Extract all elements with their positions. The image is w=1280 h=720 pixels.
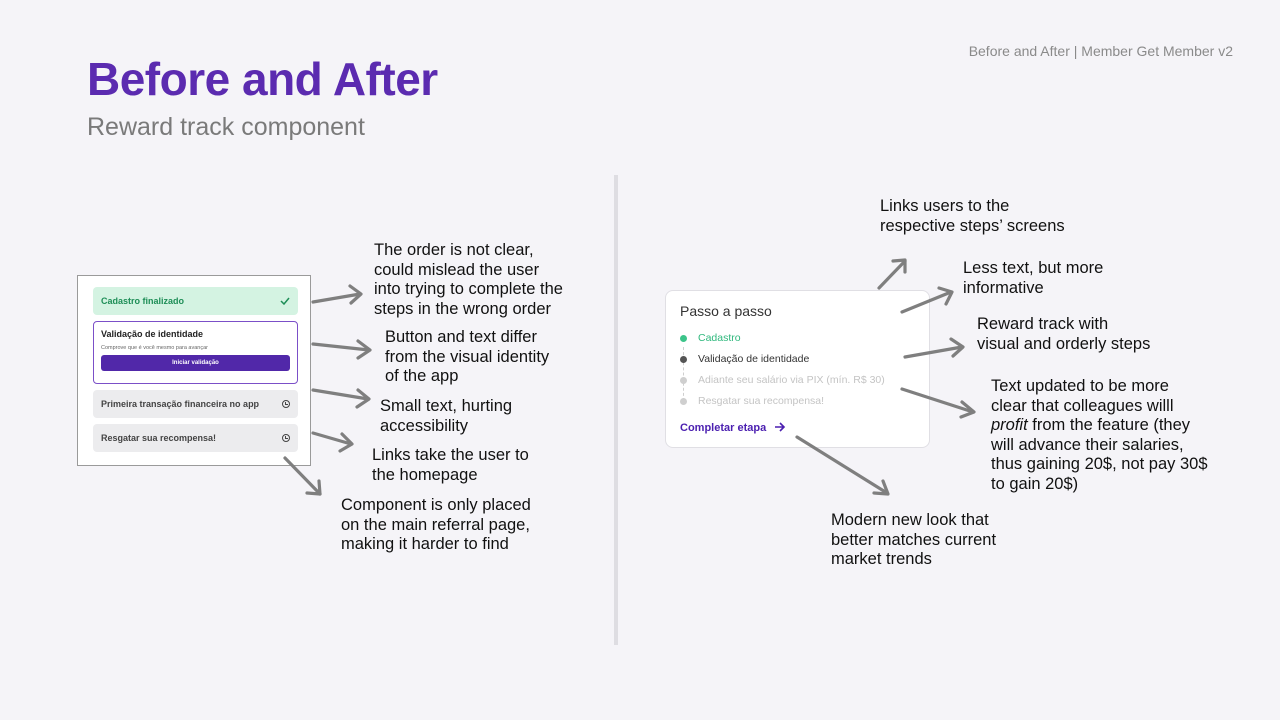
start-validation-button[interactable]: Iniciar validação [101, 355, 290, 371]
old-step-label: Cadastro finalizado [101, 296, 185, 306]
center-divider [614, 175, 618, 645]
old-step-label: Primeira transação financeira no app [101, 399, 260, 409]
old-reward-track: Cadastro finalizado Validação de identid… [77, 275, 311, 466]
step-dot-icon [680, 355, 687, 363]
old-step-first-transaction[interactable]: Primeira transação financeira no app [93, 390, 298, 418]
new-step-label: Adiante seu salário via PIX (mín. R$ 30) [698, 374, 885, 386]
arrow [795, 435, 889, 495]
old-step-identity: Validação de identidade Comprove que é v… [93, 321, 298, 384]
clock-icon [282, 400, 290, 408]
note-modern-look: Modern new look that better matches curr… [831, 511, 997, 568]
note-orderly-steps: Reward track with visual and orderly ste… [977, 315, 1151, 353]
note-text-part: from the feature (they will advance thei… [991, 416, 1208, 493]
step-dot-icon [680, 376, 687, 384]
arrow [311, 292, 362, 304]
complete-step-link[interactable]: Completar etapa [680, 422, 786, 434]
step-connector [683, 347, 684, 401]
new-step-identity[interactable]: Validação de identidade [680, 353, 809, 365]
page-title: Before and After [87, 53, 438, 105]
old-step-registration[interactable]: Cadastro finalizado [93, 287, 298, 315]
arrow [900, 387, 975, 414]
old-step-redeem[interactable]: Resgatar sua recompensa! [93, 424, 298, 452]
new-step-registration[interactable]: Cadastro [680, 332, 741, 344]
new-step-label: Resgatar sua recompensa! [698, 395, 825, 407]
page-subtitle: Reward track component [87, 113, 365, 141]
new-reward-track: Passo a passo Cadastro Validação de iden… [665, 290, 930, 448]
arrow [311, 342, 371, 352]
old-step-description: Comprove que é você mesmo para avançar [101, 345, 208, 351]
header-tag: Before and After | Member Get Member v2 [968, 43, 1233, 59]
step-dot-icon [680, 397, 687, 405]
note-text-emphasis: profit [991, 416, 1028, 434]
arrow [900, 290, 953, 314]
arrow [903, 345, 964, 359]
arrow [877, 259, 907, 290]
new-track-title: Passo a passo [680, 303, 772, 319]
clock-icon [282, 434, 290, 442]
arrow [311, 388, 370, 401]
new-step-redeem[interactable]: Resgatar sua recompensa! [680, 395, 824, 407]
old-step-label: Validação de identidade [101, 329, 204, 339]
note-less-text: Less text, but more informative [963, 259, 1104, 297]
check-icon [280, 297, 290, 305]
note-text-part: Text updated to be more clear that colle… [991, 377, 1174, 415]
note-text-updated: Text updated to be more clear that colle… [991, 377, 1208, 494]
cta-label: Completar etapa [680, 422, 767, 434]
step-dot-icon [680, 334, 687, 342]
new-step-label: Cadastro [698, 332, 741, 344]
arrow [283, 456, 322, 496]
note-small-text: Small text, hurting accessibility [380, 397, 513, 435]
arrow-right-icon [775, 422, 786, 432]
note-order-unclear: The order is not clear, could mislead th… [374, 241, 563, 318]
note-homepage-links: Links take the user to the homepage [372, 446, 529, 484]
arrow [311, 431, 353, 446]
note-links-steps: Links users to the respective steps’ scr… [880, 197, 1065, 235]
note-placement: Component is only placed on the main ref… [341, 496, 531, 553]
new-step-pix[interactable]: Adiante seu salário via PIX (mín. R$ 30) [680, 374, 885, 386]
note-visual-identity: Button and text differ from the visual i… [385, 328, 550, 385]
old-step-label: Resgatar sua recompensa! [101, 433, 217, 443]
new-step-label: Validação de identidade [698, 353, 810, 365]
